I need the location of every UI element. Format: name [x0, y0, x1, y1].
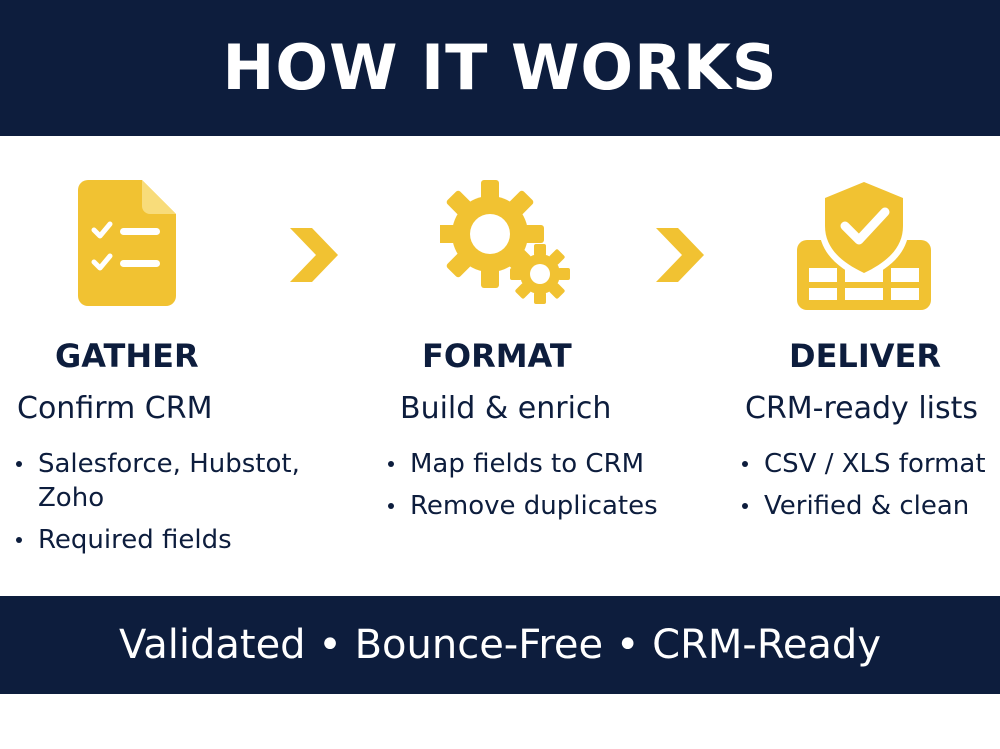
bullet-list-gather: Salesforce, Hubstot, Zoho Required field…	[16, 447, 326, 565]
list-item: Salesforce, Hubstot, Zoho	[16, 447, 326, 515]
shield-check-table-icon	[797, 176, 931, 310]
step-title-deliver: DELIVER	[789, 337, 941, 375]
bullet-list-deliver: CSV / XLS format Verified & clean	[742, 447, 1000, 531]
chevron-right-icon	[290, 228, 338, 282]
list-item: Remove duplicates	[388, 489, 708, 523]
list-item: Verified & clean	[742, 489, 1000, 523]
bullet-text: Salesforce, Hubstot, Zoho	[38, 449, 300, 513]
bullet-text: Map fields to CRM	[410, 449, 645, 479]
bullet-text: CSV / XLS format	[764, 449, 986, 479]
list-item: Required fields	[16, 523, 326, 557]
checklist-document-icon	[78, 180, 176, 306]
step-subtitle-deliver: CRM-ready lists	[745, 391, 979, 426]
gears-icon	[440, 180, 570, 304]
list-item: CSV / XLS format	[742, 447, 1000, 481]
list-item: Map fields to CRM	[388, 447, 708, 481]
step-title-format: FORMAT	[422, 337, 572, 375]
page-title: HOW IT WORKS	[222, 31, 778, 104]
step-subtitle-format: Build & enrich	[400, 391, 612, 426]
chevron-right-icon	[656, 228, 704, 282]
footer-banner: Validated • Bounce-Free • CRM-Ready	[0, 596, 1000, 694]
bullet-text: Required fields	[38, 525, 232, 555]
bullet-text: Verified & clean	[764, 491, 970, 521]
header-banner: HOW IT WORKS	[0, 0, 1000, 136]
bullet-text: Remove duplicates	[410, 491, 658, 521]
step-title-gather: GATHER	[55, 337, 199, 375]
step-subtitle-gather: Confirm CRM	[17, 391, 213, 426]
footer-tagline: Validated • Bounce-Free • CRM-Ready	[118, 622, 881, 668]
bullet-list-format: Map fields to CRM Remove duplicates	[388, 447, 708, 531]
